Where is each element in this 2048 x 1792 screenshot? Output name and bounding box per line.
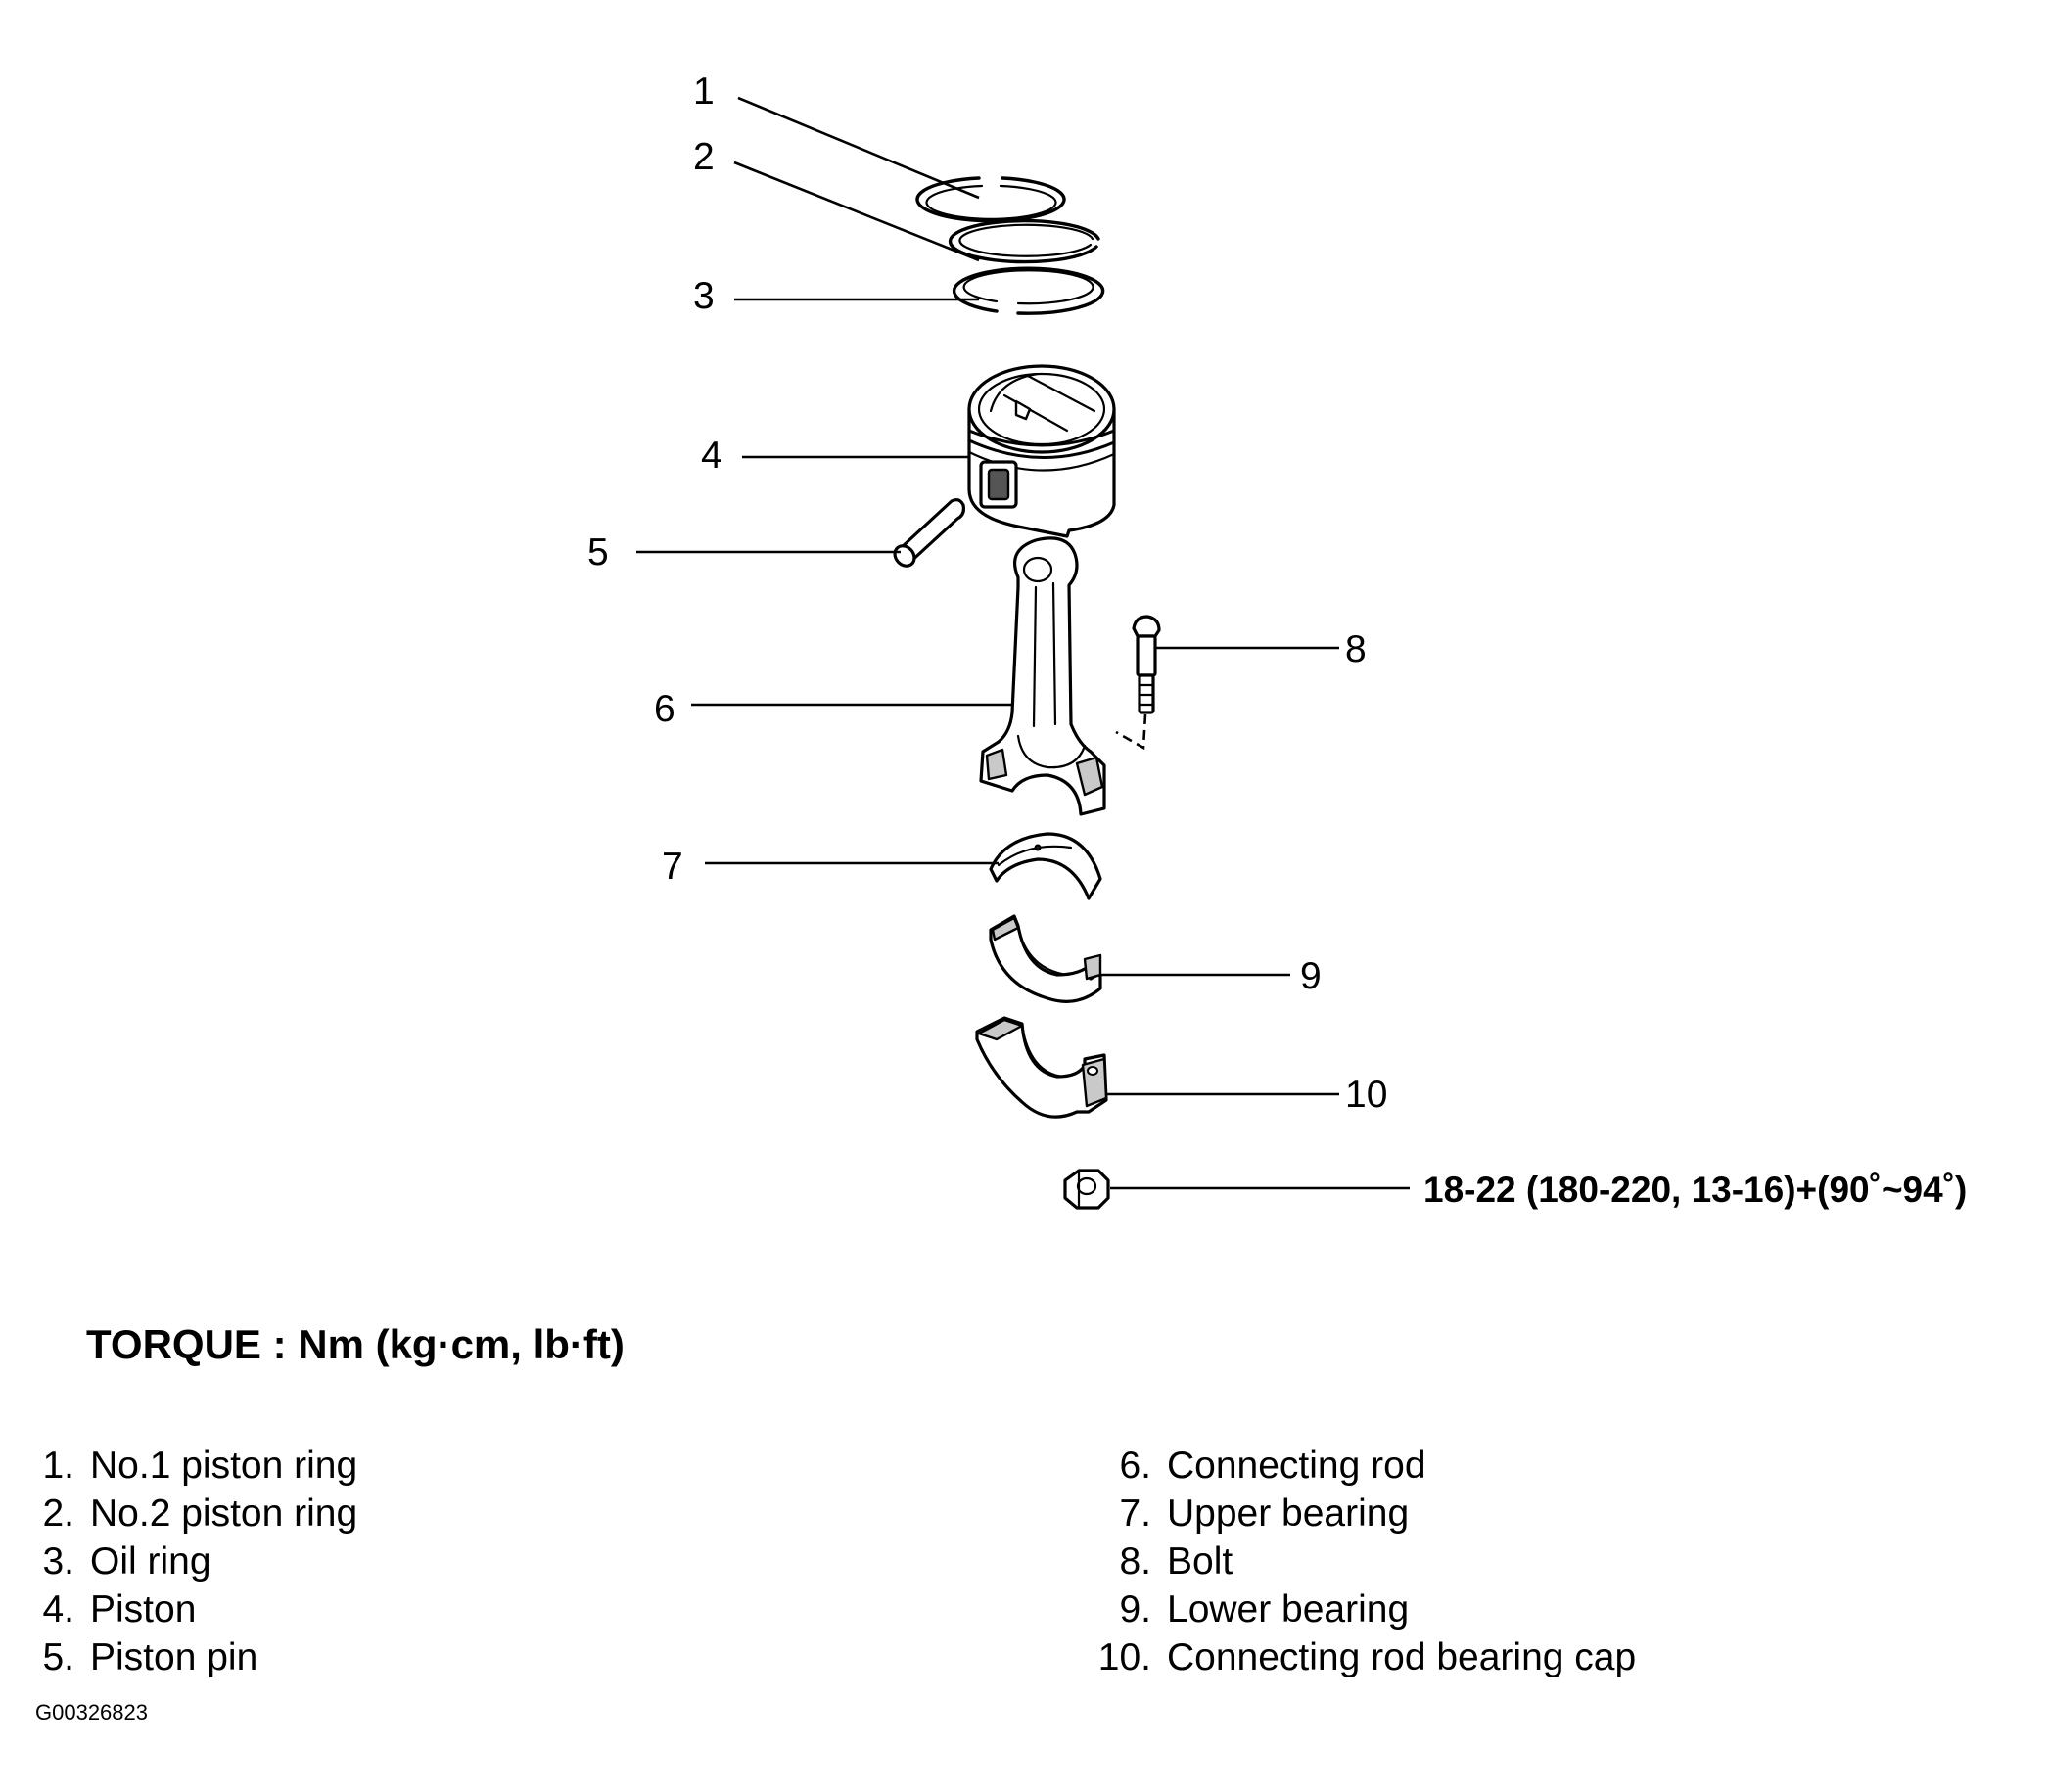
connecting-rod [979,536,1106,816]
legend-item: 4. Piston [35,1585,357,1633]
legend-item: 3. Oil ring [35,1538,357,1585]
legend-item: 10. Connecting rod bearing cap [1089,1633,1636,1681]
legend-label: Bolt [1167,1540,1233,1583]
callout-10: 10 [1345,1074,1387,1116]
legend-item: 8. Bolt [1089,1538,1636,1585]
legend-number: 6. [1119,1445,1151,1487]
callout-1: 1 [693,70,715,113]
legend-item: 1. No.1 piston ring [35,1442,357,1490]
legend-number: 3. [42,1540,74,1583]
bearing-cap [975,1016,1108,1119]
legend-label: Piston pin [90,1636,258,1678]
legend-item: 2. No.2 piston ring [35,1490,357,1538]
legend-item: 5. Piston pin [35,1633,357,1681]
legend-number: 2. [42,1493,74,1535]
piston-ring-1 [915,176,1066,223]
legend-label: Connecting rod bearing cap [1167,1636,1637,1678]
legend-number: 10. [1097,1636,1151,1678]
callout-5: 5 [587,531,609,574]
legend-label: No.1 piston ring [90,1445,358,1487]
figure-id: G00326823 [35,1700,148,1724]
legend-right-column: 6. Connecting rod 7. Upper bearing 8. Bo… [1089,1442,1636,1681]
legend-label: Upper bearing [1167,1493,1410,1535]
legend-label: Piston [90,1588,197,1631]
legend-item: 6. Connecting rod [1089,1442,1636,1490]
lower-bearing [989,914,1102,1003]
legend-item: 9. Lower bearing [1089,1585,1636,1633]
legend-number: 8. [1119,1540,1151,1583]
legend-number: 4. [42,1588,74,1631]
legend-label: Connecting rod [1167,1445,1426,1487]
piston [967,364,1116,538]
legend-label: Oil ring [90,1540,211,1583]
callout-6: 6 [654,688,675,730]
oil-ring [952,266,1105,315]
callout-3: 3 [693,275,715,317]
piston-pin [893,498,965,568]
legend-label: No.2 piston ring [90,1493,358,1535]
legend-item: 7. Upper bearing [1089,1490,1636,1538]
legend-number: 5. [42,1636,74,1678]
callout-2: 2 [693,136,715,178]
torque-heading: TORQUE : Nm (kg·cm, lb·ft) [86,1321,625,1367]
callout-4: 4 [701,435,722,477]
nut [1063,1169,1110,1210]
torque-spec: 18-22 (180-220, 13-16)+(90˚~94˚) [1423,1170,1967,1210]
piston-ring-2 [948,218,1100,264]
callout-9: 9 [1300,955,1322,997]
upper-bearing [989,832,1102,900]
callout-7: 7 [662,846,683,888]
legend-number: 1. [42,1445,74,1487]
bolt [1115,615,1161,751]
leader-lines [636,96,1410,1190]
legend-number: 7. [1119,1493,1151,1535]
legend-left-column: 1. No.1 piston ring 2. No.2 piston ring … [35,1442,357,1681]
legend-number: 9. [1119,1588,1151,1631]
legend-label: Lower bearing [1167,1588,1410,1631]
callout-8: 8 [1345,628,1367,670]
